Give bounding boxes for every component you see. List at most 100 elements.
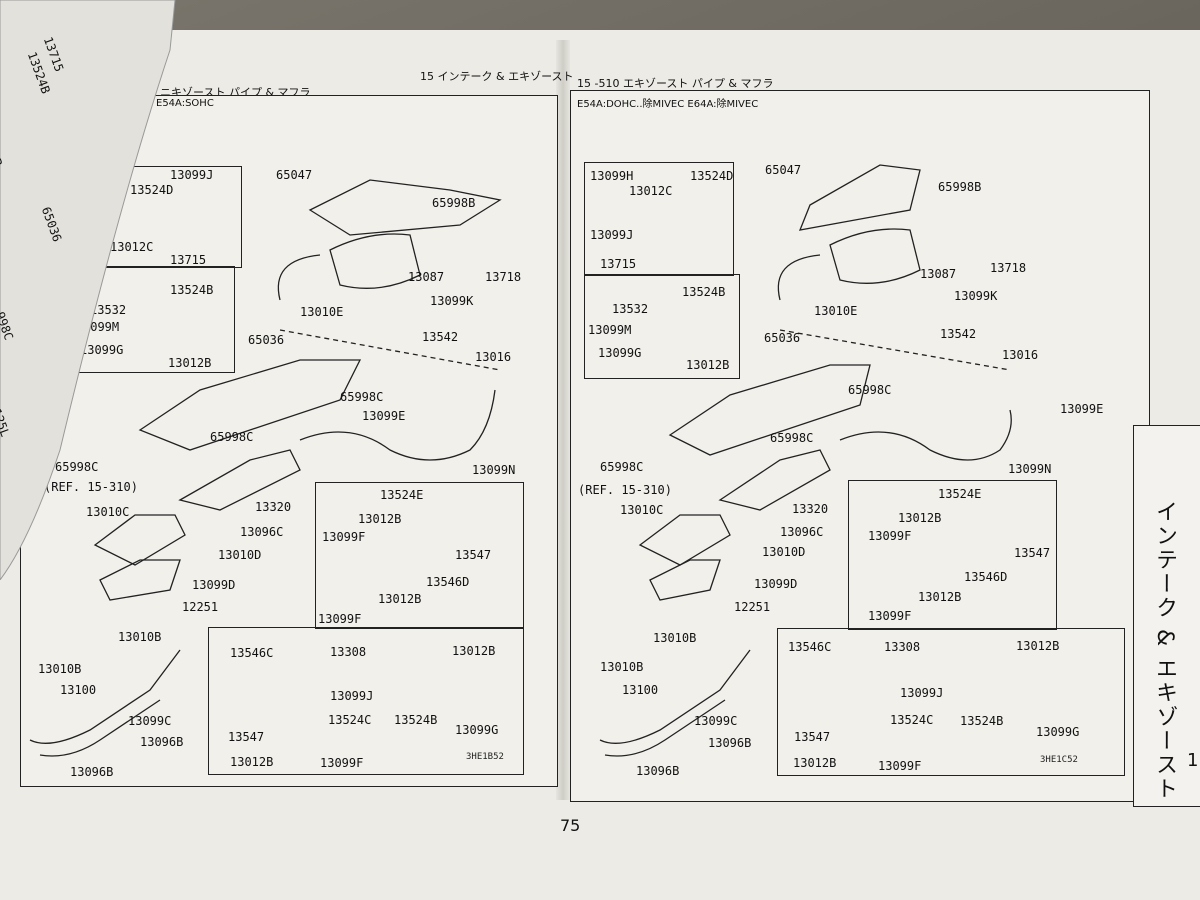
right-part-label: 13308: [884, 640, 921, 654]
right-part-label: 13012B: [686, 358, 730, 372]
right-part-label: 13010B: [653, 631, 697, 645]
left-part-label: (REF. 15-310): [44, 480, 138, 494]
turned-page-flap: [0, 0, 176, 580]
right-diagram-panel: [570, 90, 1150, 802]
left-part-label: 13524B: [394, 713, 438, 727]
left-part-label: 13099F: [320, 756, 364, 770]
left-part-label: 13524E: [380, 488, 424, 502]
right-model-label: E54A:DOHC..除MIVEC E64A:除MIVEC: [577, 99, 759, 110]
right-part-label: 65036: [764, 331, 801, 345]
left-inset-hanger: [315, 482, 524, 629]
left-part-label: 13012B: [358, 512, 402, 526]
right-part-label: 13099H: [590, 169, 634, 183]
left-part-label: 65998C: [55, 460, 99, 474]
right-part-label: 13099J: [900, 686, 944, 700]
left-part-label: 65998C: [210, 430, 254, 444]
left-part-label: 13542: [422, 330, 459, 344]
left-part-label: 13524C: [328, 713, 372, 727]
right-illustration-code: 3HE1C52: [1040, 755, 1078, 765]
left-part-label: 13016: [475, 350, 512, 364]
left-part-label: 13099D: [192, 578, 236, 592]
right-part-label: 13012C: [629, 184, 673, 198]
right-part-label: 13099G: [1036, 725, 1080, 739]
right-part-label: 13096B: [636, 764, 680, 778]
right-part-label: 13087: [920, 267, 957, 281]
left-part-label: 13100: [60, 683, 97, 697]
right-part-label: 65998B: [938, 180, 982, 194]
right-part-label: 13547: [794, 730, 831, 744]
right-inset-mount-top: [584, 162, 734, 276]
left-part-label: 13087: [408, 270, 445, 284]
right-part-label: 13010B: [600, 660, 644, 674]
right-part-label: 13012B: [898, 511, 942, 525]
right-part-label: 65998C: [770, 431, 814, 445]
left-part-label: 13012B: [230, 755, 274, 769]
right-part-label: 13099C: [694, 714, 738, 728]
right-part-label: 13532: [612, 302, 649, 316]
left-part-label: 13012C: [110, 240, 154, 254]
left-exhaust-drawing: [29, 179, 502, 757]
page-number: 75: [560, 816, 581, 835]
left-part-label: 13718: [485, 270, 522, 284]
left-part-label: 13012B: [168, 356, 212, 370]
left-part-label: 12251: [182, 600, 219, 614]
left-part-label: 13546C: [230, 646, 274, 660]
left-part-label: 65047: [276, 168, 313, 182]
left-part-label: 13099C: [128, 714, 172, 728]
left-part-label: 13010B: [38, 662, 82, 676]
right-part-label: 65047: [765, 163, 802, 177]
right-part-label: 13524D: [690, 169, 734, 183]
right-part-label: (REF. 15-310): [578, 483, 672, 497]
right-inset-mount-mid: [584, 274, 740, 379]
left-part-label: 65998C: [340, 390, 384, 404]
right-part-label: 65998C: [600, 460, 644, 474]
side-tab-number: 1: [1187, 750, 1199, 771]
left-part-label: 13010D: [218, 548, 262, 562]
left-part-label: 13010E: [300, 305, 344, 319]
right-part-label: 13012B: [1016, 639, 1060, 653]
right-part-label: 13542: [940, 327, 977, 341]
left-part-label: 13096B: [140, 735, 184, 749]
left-part-label: 13099G: [455, 723, 499, 737]
left-part-label: 13010C: [86, 505, 130, 519]
left-part-label: 13524B: [170, 283, 214, 297]
right-part-label: 13547: [1014, 546, 1051, 560]
right-part-label: 13010C: [620, 503, 664, 517]
right-part-label: 13546C: [788, 640, 832, 654]
right-part-label: 12251: [734, 600, 771, 614]
section-title: 15 インテーク & エキゾースト: [420, 70, 574, 83]
right-part-label: 13524C: [890, 713, 934, 727]
right-inset-bracket: [777, 628, 1125, 776]
right-part-label: 13099E: [1060, 402, 1104, 416]
right-part-label: 13524E: [938, 487, 982, 501]
left-part-label: 13012B: [452, 644, 496, 658]
left-part-label: 13546D: [426, 575, 470, 589]
left-inset-bracket: [208, 627, 524, 775]
left-part-label: 13010B: [118, 630, 162, 644]
left-part-label: 13099K: [430, 294, 474, 308]
page-gutter: [556, 40, 570, 800]
left-model-label: E54A:SOHC: [156, 98, 214, 109]
left-part-label: 65998B: [432, 196, 476, 210]
left-part-label: 13099J: [170, 168, 214, 182]
right-part-label: 13099F: [868, 609, 912, 623]
left-part-label: 13308: [330, 645, 367, 659]
left-part-label: 13715: [170, 253, 207, 267]
left-part-label: 13532: [90, 303, 127, 317]
right-part-label: 13096B: [708, 736, 752, 750]
left-part-label: 3099M: [83, 320, 120, 334]
right-part-label: 13010D: [762, 545, 806, 559]
right-part-label: 65998C: [848, 383, 892, 397]
section-side-tab: [1133, 425, 1200, 807]
right-part-label: 13010E: [814, 304, 858, 318]
right-part-label: 13100: [622, 683, 659, 697]
left-part-label: 13096B: [70, 765, 114, 779]
left-part-label: 13320: [255, 500, 292, 514]
right-inset-hanger: [848, 480, 1057, 630]
left-part-label: 13547: [455, 548, 492, 562]
right-part-label: 13099F: [868, 529, 912, 543]
right-part-label: 13524B: [682, 285, 726, 299]
left-part-label: 13099N: [472, 463, 516, 477]
right-part-label: 13099G: [598, 346, 642, 360]
